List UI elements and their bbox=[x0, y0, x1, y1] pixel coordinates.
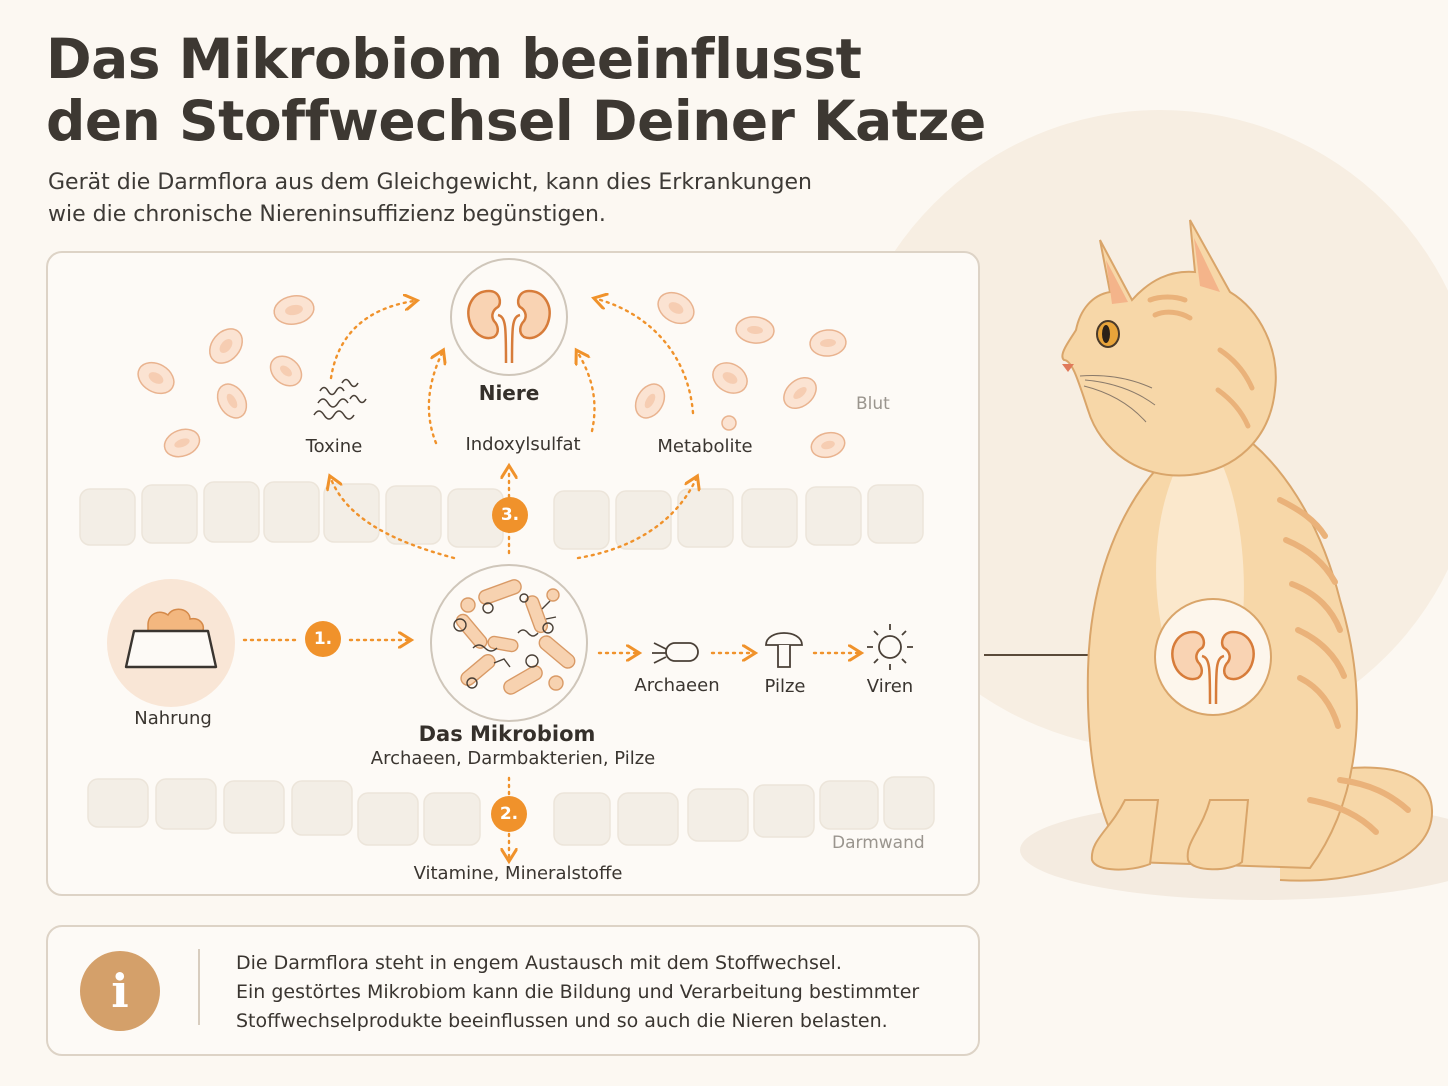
info-icon: i bbox=[80, 951, 160, 1031]
cat-right-paw bbox=[1186, 799, 1250, 871]
kidney-node bbox=[450, 258, 568, 376]
indoxyl-label: Indoxylsulfat bbox=[465, 434, 581, 455]
subtitle: Gerät die Darmflora aus dem Gleichgewich… bbox=[48, 167, 868, 231]
toxins-label: Toxine bbox=[305, 436, 363, 457]
diagram-panel: Niere Blut Toxine Indoxylsulfat Metaboli… bbox=[46, 251, 980, 896]
cat-head bbox=[1061, 219, 1277, 477]
cat-stripes bbox=[1277, 497, 1411, 835]
title-line-2: den Stoffwechsel Deiner Katze bbox=[46, 89, 986, 153]
cat-kidney-badge bbox=[1154, 598, 1272, 716]
cat-head-stripes bbox=[1147, 294, 1255, 429]
blood-label: Blut bbox=[856, 394, 890, 414]
info-text: Die Darmflora steht in engem Austausch m… bbox=[236, 949, 976, 1036]
info-line-2: Ein gestörtes Mikrobiom kann die Bildung… bbox=[236, 981, 920, 1003]
step-2-badge: 2. bbox=[491, 796, 527, 832]
step-3-badge: 3. bbox=[492, 497, 528, 533]
cat-left-paw bbox=[1090, 799, 1160, 871]
page-title: Das Mikrobiom beeinflusst den Stoffwechs… bbox=[46, 28, 1006, 152]
fungi-label: Pilze bbox=[764, 676, 806, 697]
microbiome-title: Das Mikrobiom bbox=[418, 722, 596, 746]
step-1-badge: 1. bbox=[305, 621, 341, 657]
blood-cells bbox=[137, 291, 847, 459]
flow-arrows bbox=[242, 299, 858, 858]
fungi-icon bbox=[765, 632, 803, 668]
info-line-3: Stoffwechselprodukte beeinflussen und so… bbox=[236, 1010, 888, 1032]
microbiome-node bbox=[430, 564, 588, 722]
archaea-icon bbox=[652, 642, 699, 664]
microbiome-subtitle: Archaeen, Darmbakterien, Pilze bbox=[370, 748, 656, 769]
gut-wall-label: Darmwand bbox=[832, 833, 925, 853]
food-label: Nahrung bbox=[134, 708, 212, 729]
cat-pupil bbox=[1102, 325, 1110, 343]
diagram-canvas bbox=[79, 258, 935, 898]
info-line-1: Die Darmflora steht in engem Austausch m… bbox=[236, 952, 842, 974]
title-line-1: Das Mikrobiom beeinflusst bbox=[46, 27, 862, 91]
cat-nose bbox=[1062, 364, 1074, 372]
food-bowl-node bbox=[107, 579, 235, 707]
vitamins-label: Vitamine, Mineralstoffe bbox=[413, 863, 623, 884]
viruses-label: Viren bbox=[866, 676, 914, 697]
kidney-label: Niere bbox=[478, 381, 540, 405]
cat-illustration bbox=[984, 219, 1434, 882]
lower-gut-wall bbox=[87, 776, 935, 846]
info-divider bbox=[198, 949, 200, 1025]
subtitle-line-1: Gerät die Darmflora aus dem Gleichgewich… bbox=[48, 170, 812, 195]
info-panel: i Die Darmflora steht in engem Austausch… bbox=[46, 925, 980, 1056]
archaea-label: Archaeen bbox=[634, 675, 720, 696]
virus-icon bbox=[867, 624, 913, 670]
upper-gut-wall bbox=[79, 481, 924, 550]
cat-ear-left bbox=[1106, 260, 1128, 304]
toxin-squiggles bbox=[313, 378, 367, 420]
cat-ear-right bbox=[1194, 238, 1220, 292]
cat-whiskers bbox=[1079, 375, 1156, 423]
metabolites-label: Metabolite bbox=[657, 436, 753, 457]
subtitle-line-2: wie die chronische Niereninsuffizienz be… bbox=[48, 202, 606, 227]
